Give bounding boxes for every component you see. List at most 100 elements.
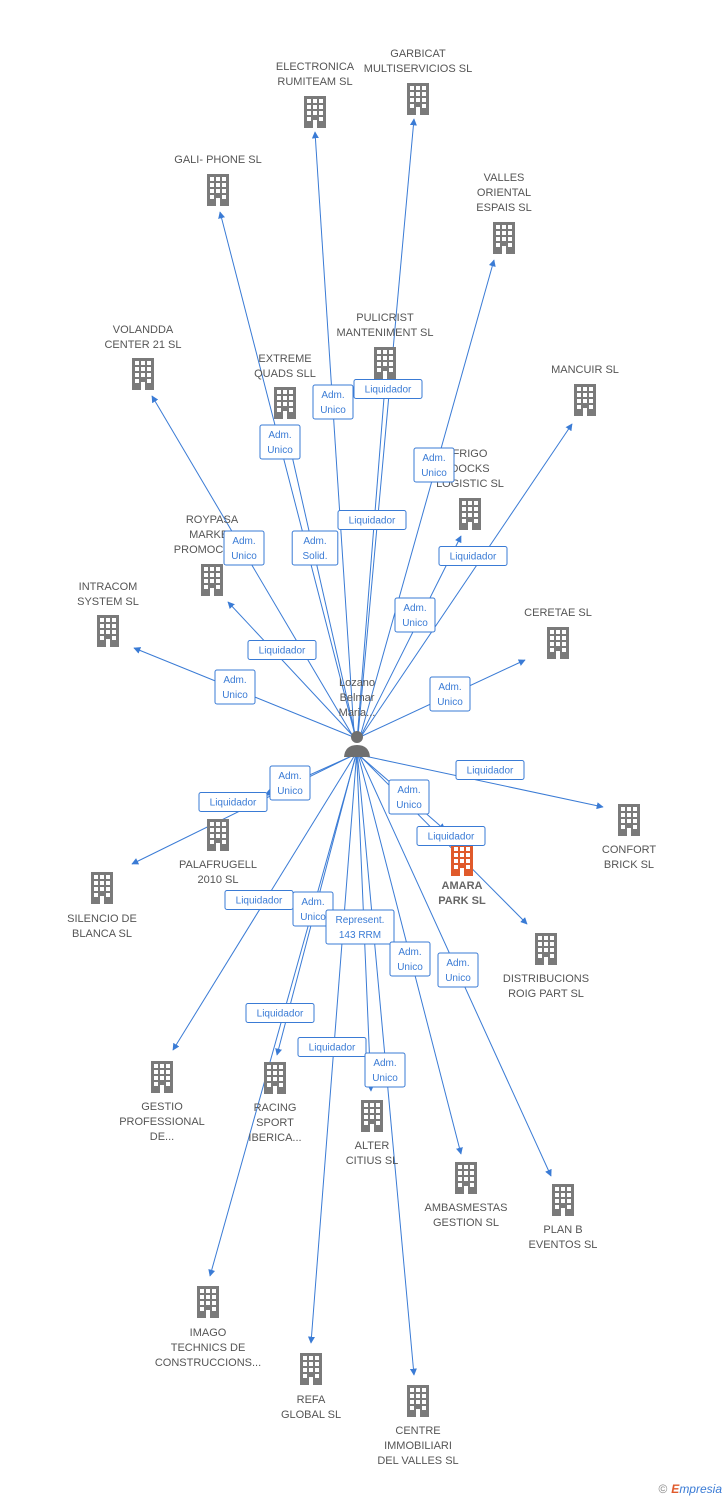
building-icon <box>201 564 223 596</box>
relation-label-centre[interactable]: Adm.Unico <box>364 1052 406 1088</box>
building-icon <box>304 96 326 128</box>
relation-label-ambasmestas[interactable]: Adm.Unico <box>389 941 431 977</box>
relation-label-text: Liquidador <box>257 1009 304 1020</box>
relation-label-distribucions[interactable]: Liquidador <box>416 826 486 846</box>
relation-label-text: Adm. <box>397 785 420 796</box>
relation-label-gestio[interactable]: Liquidador <box>224 890 294 910</box>
relation-label-text: Unico <box>300 912 326 923</box>
person-name: Lozano <box>339 677 375 689</box>
building-icon <box>132 358 154 390</box>
company-name: GALI- PHONE SL <box>174 154 261 166</box>
relation-label-text: Unico <box>396 800 422 811</box>
relation-label-silencio[interactable]: Liquidador <box>198 792 268 812</box>
relation-label-text: Unico <box>372 1073 398 1084</box>
building-icon <box>407 83 429 115</box>
company-name: PALAFRUGELL <box>179 859 257 871</box>
relation-label-pulicrist[interactable]: Liquidador <box>337 510 407 530</box>
relation-label-frigo[interactable]: Liquidador <box>438 546 508 566</box>
company-name: PLAN B <box>543 1224 582 1236</box>
company-name: SILENCIO DE <box>67 913 137 925</box>
company-name: GARBICAT <box>390 48 446 60</box>
relation-label-volandda[interactable]: Adm.Unico <box>223 530 265 566</box>
relation-label-planb[interactable]: Adm.Unico <box>437 952 479 988</box>
company-node-ceretae[interactable]: CERETAE SL <box>524 607 592 659</box>
company-name: DOCKS <box>450 463 489 475</box>
relation-edge-garbicat <box>357 118 417 738</box>
relation-label-text: Unico <box>421 468 447 479</box>
company-node-galiphone[interactable]: GALI- PHONE SL <box>174 154 262 206</box>
company-name: PULICRIST <box>356 312 414 324</box>
relation-label-text: Unico <box>222 690 248 701</box>
company-name: QUADS SLL <box>254 368 316 380</box>
relation-label-refa[interactable]: Liquidador <box>297 1037 367 1057</box>
relation-label-palafrugell[interactable]: Adm.Unico <box>269 765 311 801</box>
company-node-extreme[interactable]: EXTREME QUADS SLL <box>254 353 316 419</box>
building-icon <box>547 627 569 659</box>
company-name: CERETAE SL <box>524 607 592 619</box>
company-name: PROFESSIONAL <box>119 1116 205 1128</box>
relation-label-ceretae[interactable]: Adm.Unico <box>429 676 471 712</box>
relation-label-extreme[interactable]: Adm.Solid. <box>291 530 339 566</box>
relation-label-racing[interactable]: Adm. Unico <box>292 891 334 927</box>
company-node-planb[interactable]: PLAN B EVENTOS SL <box>529 1184 598 1251</box>
building-icon <box>264 1062 286 1094</box>
relation-label-text: Unico <box>320 405 346 416</box>
relation-label-amara[interactable]: Adm. Unico <box>388 779 430 815</box>
relation-label-roypasa[interactable]: Liquidador <box>247 640 317 660</box>
building-icon <box>459 498 481 530</box>
building-icon <box>451 844 473 876</box>
company-name: IBERICA... <box>248 1132 301 1144</box>
company-name: EVENTOS SL <box>529 1239 598 1251</box>
company-name: CONFORT <box>602 844 656 856</box>
relation-label-text: Adm. <box>301 897 324 908</box>
relation-edge-valles <box>359 259 496 738</box>
person-name: Belmar <box>340 692 375 704</box>
relation-edge-confort <box>359 754 604 810</box>
company-name: EXTREME <box>258 353 311 365</box>
relation-label-text: Unico <box>402 618 428 629</box>
relation-label-valles[interactable]: Adm. Unico <box>413 447 455 483</box>
relation-label-imago[interactable]: Liquidador <box>245 1003 315 1023</box>
company-name: FRIGO <box>453 448 488 460</box>
company-name: MANCUIR SL <box>551 364 619 376</box>
person-node[interactable]: LozanoBelmarMaria... <box>339 677 376 757</box>
company-name: RUMITEAM SL <box>277 76 352 88</box>
relation-label-electronica[interactable]: Adm.Unico <box>312 384 354 420</box>
relation-label-garbicat[interactable]: Liquidador <box>353 379 423 399</box>
building-icon <box>618 804 640 836</box>
relation-label-confort[interactable]: Liquidador <box>455 760 525 780</box>
building-icon <box>207 174 229 206</box>
relation-label-text: Adm. <box>422 453 445 464</box>
company-name: GESTION SL <box>433 1217 499 1229</box>
company-name: REFA <box>297 1394 326 1406</box>
relation-label-alter[interactable]: Represent.143 RRM <box>325 909 395 945</box>
building-icon <box>455 1162 477 1194</box>
relation-label-intracom[interactable]: Adm. Unico <box>214 669 256 705</box>
relation-label-text: Adm. <box>223 675 246 686</box>
company-node-mancuir[interactable]: MANCUIR SL <box>551 364 619 416</box>
company-node-racing[interactable]: RACINGSPORTIBERICA... <box>248 1062 302 1144</box>
relation-label-galiphone[interactable]: Adm.Unico <box>259 424 301 460</box>
relation-label-text: Liquidador <box>309 1043 356 1054</box>
building-icon <box>407 1385 429 1417</box>
relation-label-mancuir[interactable]: Adm.Unico <box>394 597 436 633</box>
company-node-gestio[interactable]: GESTIOPROFESSIONALDE... <box>119 1061 205 1143</box>
company-name: IMAGO <box>190 1327 227 1339</box>
relation-label-text: Liquidador <box>259 646 306 657</box>
